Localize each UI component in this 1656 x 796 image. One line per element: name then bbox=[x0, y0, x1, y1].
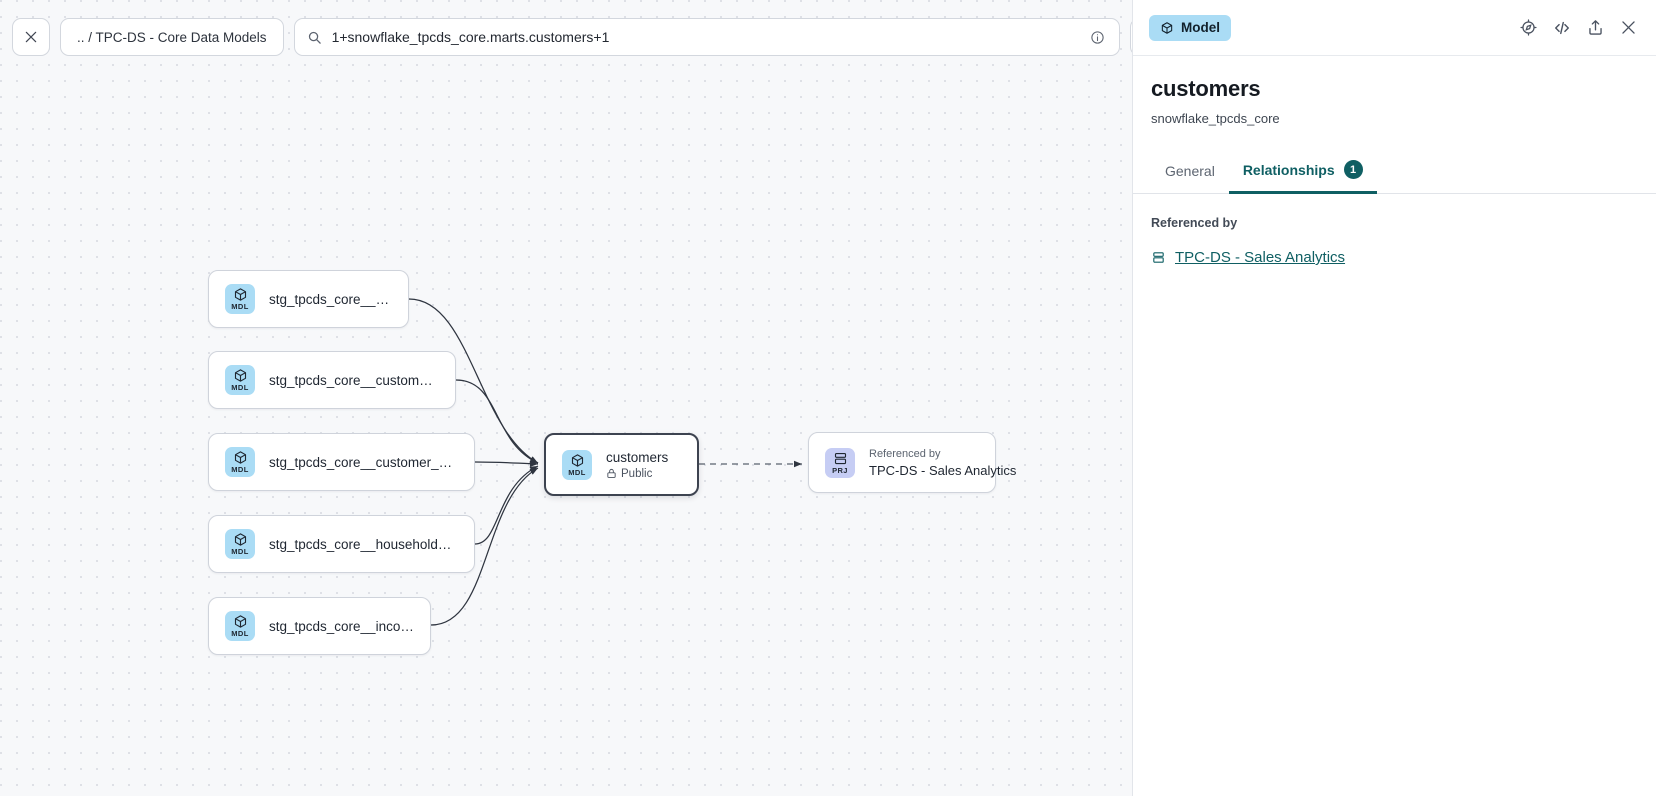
tab-count-badge: 1 bbox=[1343, 160, 1363, 179]
model-badge-icon: MDL bbox=[225, 284, 255, 314]
info-icon[interactable] bbox=[1090, 30, 1105, 45]
relationships-body: Referenced by TPC-DS - Sales Analytics bbox=[1133, 194, 1656, 266]
badge-text: MDL bbox=[231, 547, 249, 557]
lineage-search-field[interactable]: 1+snowflake_tpcds_core.marts.customers+1 bbox=[293, 18, 1120, 56]
badge-text: MDL bbox=[568, 467, 586, 477]
close-panel-icon[interactable] bbox=[1619, 18, 1638, 37]
canvas-toolbar: .. / TPC-DS - Core Data Models 1+snowfla… bbox=[12, 18, 1132, 56]
model-badge-icon: MDL bbox=[225, 447, 255, 477]
page-title: customers bbox=[1151, 76, 1261, 101]
tab-relationships[interactable]: Relationships 1 bbox=[1228, 150, 1377, 194]
tab-label: General bbox=[1165, 163, 1215, 179]
node-label: stg_tpcds_core__customer_demogra… bbox=[269, 454, 458, 470]
details-panel-toolbar: Model bbox=[1133, 0, 1656, 56]
model-cube-icon bbox=[1160, 21, 1174, 35]
referenced-by-link[interactable]: TPC-DS - Sales Analytics bbox=[1175, 249, 1346, 266]
details-panel: Model bbox=[1132, 0, 1656, 796]
tab-label: Relationships bbox=[1242, 161, 1335, 178]
entity-type-label: Model bbox=[1181, 20, 1220, 35]
refresh-button[interactable] bbox=[1129, 18, 1132, 56]
graph-node-stg-customer-address[interactable]: MDL stg_tpcds_core__customer_address bbox=[208, 351, 456, 409]
model-badge-icon: MDL bbox=[225, 611, 255, 641]
node-label: stg_tpcds_core__income_band bbox=[269, 618, 414, 634]
badge-text: PRJ bbox=[832, 465, 848, 475]
graph-node-project-sales-analytics[interactable]: PRJ Referenced by TPC-DS - Sales Analyti… bbox=[808, 432, 1017, 493]
lineage-canvas[interactable]: MDL stg_tpcds_core__customer MDL stg_tpc… bbox=[0, 0, 1132, 796]
model-badge-icon: MDL bbox=[225, 529, 255, 559]
close-lineage-button[interactable] bbox=[12, 18, 50, 56]
search-input-value[interactable]: 1+snowflake_tpcds_core.marts.customers+1 bbox=[331, 29, 610, 45]
badge-text: MDL bbox=[231, 383, 249, 393]
node-label: stg_tpcds_core__customer bbox=[269, 291, 392, 307]
lock-icon bbox=[606, 468, 617, 479]
lineage-graph: MDL stg_tpcds_core__customer MDL stg_tpc… bbox=[208, 270, 1017, 655]
badge-text: MDL bbox=[231, 302, 249, 312]
details-header: customers snowflake_tpcds_core bbox=[1133, 56, 1656, 126]
graph-node-stg-customer[interactable]: MDL stg_tpcds_core__customer bbox=[208, 270, 409, 328]
graph-node-stg-income-band[interactable]: MDL stg_tpcds_core__income_band bbox=[208, 597, 431, 655]
share-icon[interactable] bbox=[1586, 18, 1605, 37]
node-visibility: Public bbox=[606, 468, 668, 480]
project-badge-icon: PRJ bbox=[825, 447, 855, 478]
graph-node-stg-customer-demographics[interactable]: MDL stg_tpcds_core__customer_demogra… bbox=[208, 433, 475, 491]
graph-node-customers-selected[interactable]: MDL customers Public bbox=[544, 433, 699, 496]
model-badge-icon: MDL bbox=[225, 365, 255, 395]
compass-icon[interactable] bbox=[1519, 18, 1538, 37]
entity-type-pill[interactable]: Model bbox=[1149, 14, 1231, 41]
node-visibility-label: Public bbox=[621, 467, 653, 480]
breadcrumb[interactable]: .. / TPC-DS - Core Data Models bbox=[60, 18, 284, 56]
page-subtitle: snowflake_tpcds_core bbox=[1151, 111, 1280, 126]
node-label: stg_tpcds_core__household_demogr… bbox=[269, 536, 458, 552]
node-label: customers bbox=[606, 449, 669, 465]
node-label: TPC-DS - Sales Analytics bbox=[869, 462, 1017, 478]
close-icon bbox=[23, 29, 39, 45]
node-kicker: Referenced by bbox=[869, 447, 941, 460]
project-icon bbox=[1151, 250, 1166, 265]
search-icon bbox=[307, 30, 322, 45]
model-badge-icon: MDL bbox=[562, 449, 592, 480]
graph-node-stg-household-demographics[interactable]: MDL stg_tpcds_core__household_demogr… bbox=[208, 515, 475, 573]
node-label: stg_tpcds_core__customer_address bbox=[269, 372, 439, 388]
node-text-stack: Referenced by TPC-DS - Sales Analytics bbox=[869, 447, 1017, 478]
node-text-stack: customers Public bbox=[606, 450, 668, 480]
tab-general[interactable]: General bbox=[1151, 153, 1229, 194]
referenced-by-item[interactable]: TPC-DS - Sales Analytics bbox=[1151, 249, 1638, 266]
section-title-referenced-by: Referenced by bbox=[1151, 216, 1238, 230]
badge-text: MDL bbox=[231, 629, 249, 639]
details-tabs: General Relationships 1 bbox=[1133, 150, 1656, 194]
badge-text: MDL bbox=[231, 465, 249, 475]
panel-action-group bbox=[1519, 18, 1638, 38]
code-icon[interactable] bbox=[1552, 18, 1572, 38]
